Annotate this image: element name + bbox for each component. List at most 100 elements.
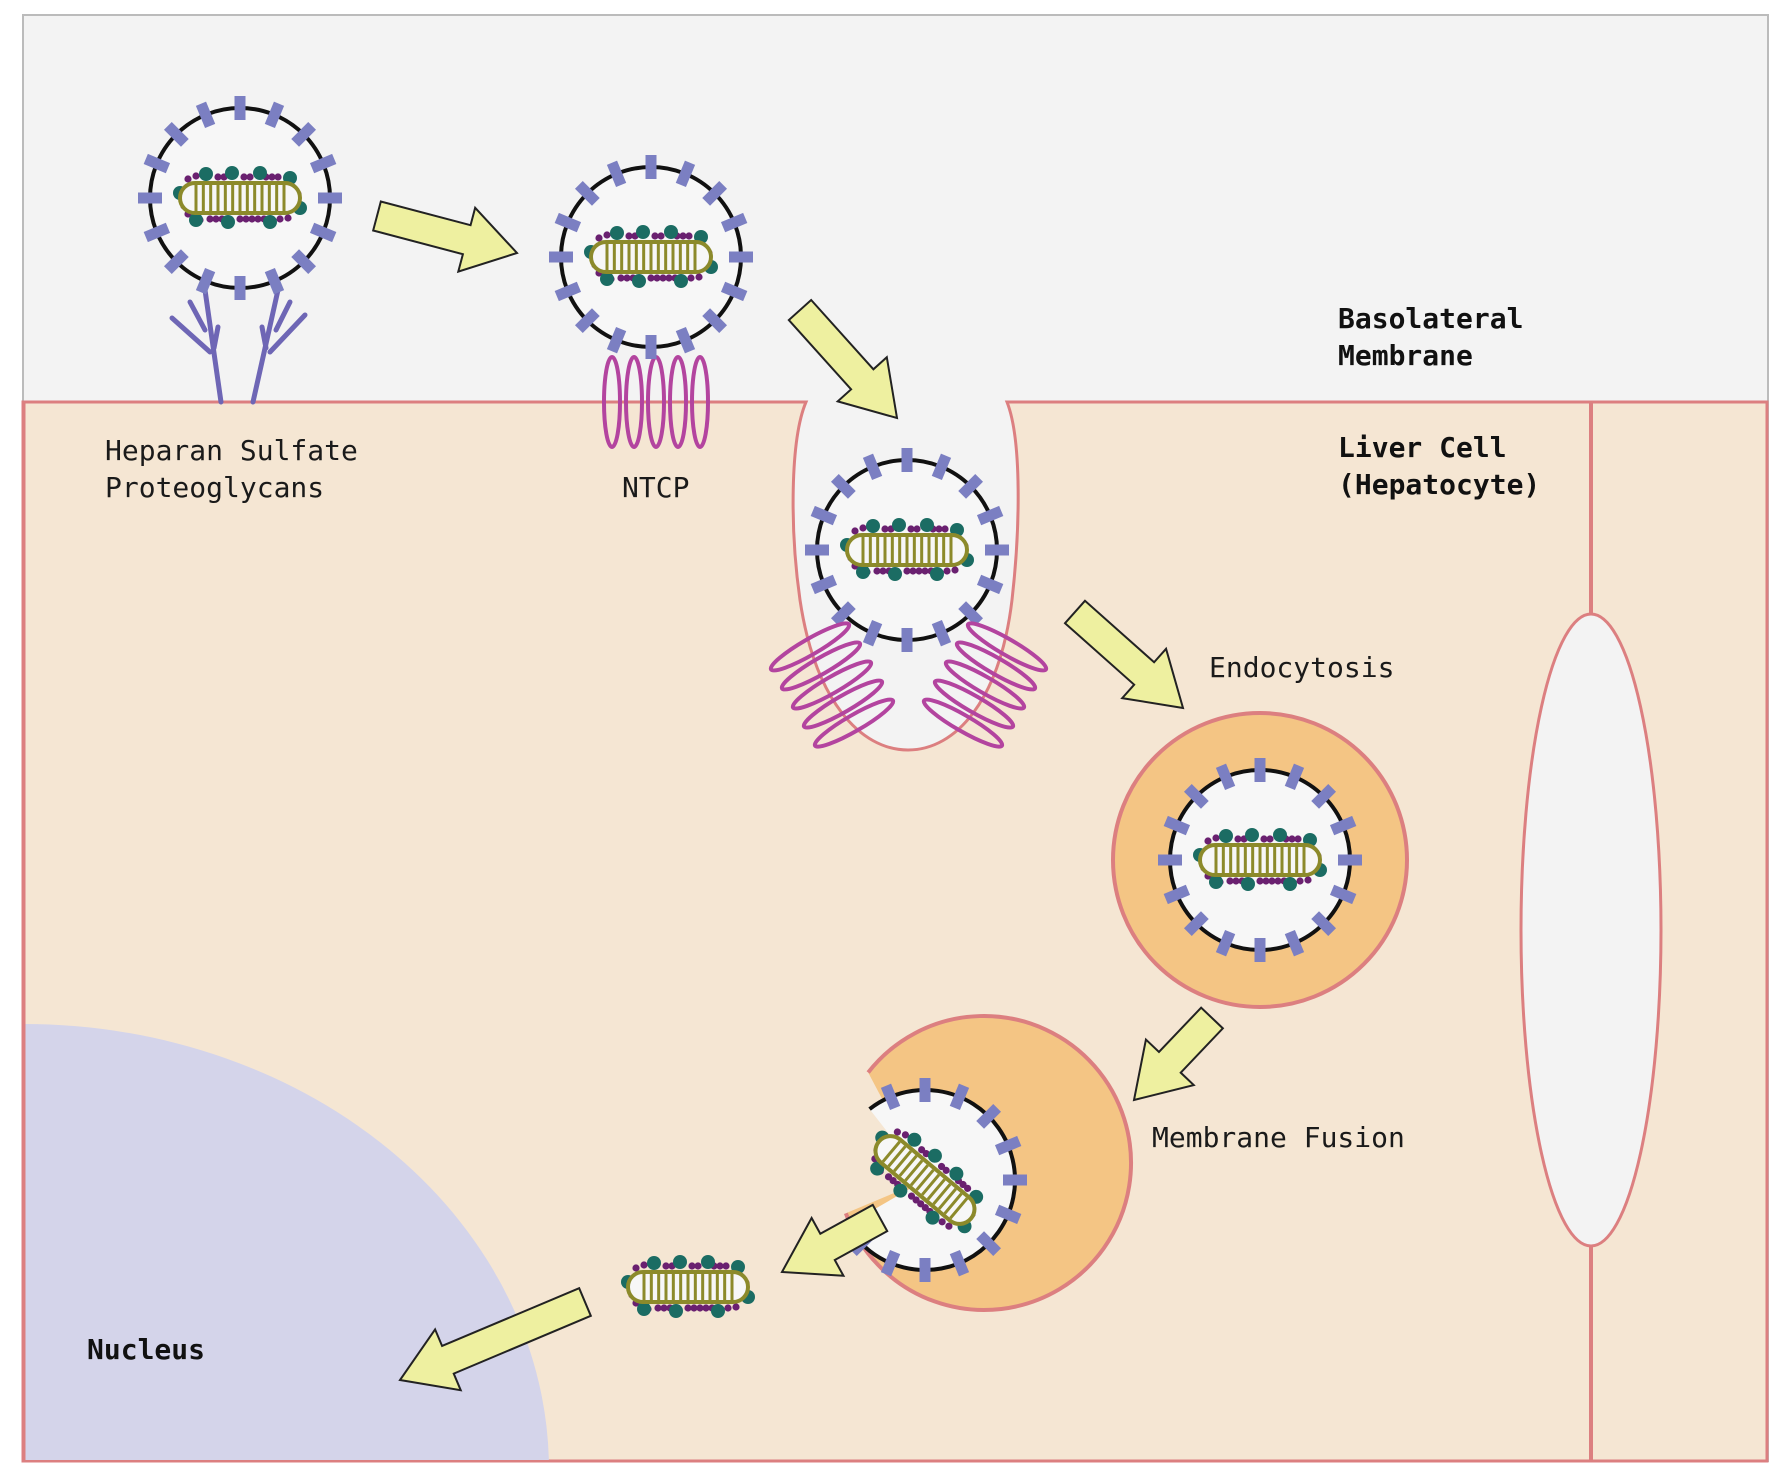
core-dot [724,1304,732,1312]
surface-protein [976,505,1004,526]
hspg-branch [187,299,208,333]
core-dot [184,175,192,183]
surface-protein [976,1231,1002,1257]
liver-cell-label-line2: (Hepatocyte) [1338,468,1540,501]
arrow-step-2 [787,298,899,420]
core-dot [951,566,959,574]
core-dot [684,1304,692,1312]
core-dot [1296,877,1304,885]
surface-protein [554,212,582,233]
surface-protein [163,249,189,275]
core-protein [253,166,267,180]
released-capsid [621,1255,755,1318]
capsid-rung [921,1173,941,1196]
ntcp-loop [954,640,1038,692]
surface-protein [1329,884,1357,905]
capsid-rung [932,1183,952,1206]
core-protein [669,1304,683,1318]
core-dot [654,1304,662,1312]
core-dot [276,215,284,223]
surface-protein [830,473,856,499]
core-dot [647,274,655,282]
core-dot [1234,835,1242,843]
core-protein [892,518,906,532]
core-dot [284,214,292,222]
core-dot [687,274,695,282]
core-protein [632,274,646,288]
core-dot [688,1262,696,1270]
surface-protein [985,544,1009,556]
surface-protein [675,160,696,188]
core-dot [915,567,923,575]
core-protein [600,272,614,286]
surface-protein [702,180,728,206]
surface-protein [309,153,337,174]
surface-protein [880,1249,901,1277]
core-dot [640,1261,648,1269]
capsid-rung [904,1159,924,1182]
basolateral-membrane-label-line1: Basolateral [1338,302,1523,335]
surface-protein [949,1083,970,1111]
surface-protein [919,1078,931,1102]
surface-protein [880,1083,901,1111]
core-dot [881,525,889,533]
surface-protein [143,153,171,174]
surface-protein [138,192,162,204]
hspg-branch [273,299,293,333]
core-protein [636,225,650,239]
surface-protein [606,326,627,354]
core-protein [189,213,203,227]
capsid-rung [898,1154,918,1177]
ntcp-receptor-right [921,621,1049,749]
core-dot [873,567,881,575]
core-dot [1262,877,1270,885]
membrane-fusion-label: Membrane Fusion [1152,1121,1405,1154]
core-dot [732,1303,740,1311]
ntcp-receptor [602,355,710,449]
ntcp-loop [768,621,852,673]
surface-protein [1311,911,1337,937]
core-protein [701,1255,715,1269]
endocytosis-label: Endocytosis [1209,651,1394,684]
liver-cell-label-line1: Liver Cell [1338,431,1507,464]
core-dot [921,567,929,575]
surface-protein [1254,938,1266,962]
core-dot [1294,835,1302,843]
core-protein [263,215,277,229]
core-dot [1212,834,1220,842]
core-dot [660,1304,668,1312]
virion-attached-hspg [138,96,342,300]
core-dot [945,1222,953,1230]
core-protein [888,567,902,581]
core-protein [1219,829,1233,843]
core-dot [879,567,887,575]
core-dot [623,274,631,282]
surface-protein [143,222,171,243]
surface-protein [318,192,342,204]
surface-protein [234,96,246,120]
hspg-branch [267,312,308,355]
ntcp-loop [943,659,1027,711]
core-protein [930,567,944,581]
surface-protein [1183,911,1209,937]
hspg-branch [169,315,213,355]
core-protein [866,519,880,533]
surface-protein [1311,783,1337,809]
core-protein [674,274,688,288]
surface-protein [931,453,952,481]
surface-protein [264,267,285,295]
core-dot [657,232,665,240]
core-dot [913,525,921,533]
ntcp-loop [668,355,688,449]
capsid [173,166,307,229]
receptor-layer [169,287,710,449]
core-protein [920,518,934,532]
capsid-rung [909,1164,929,1187]
surface-protein [291,249,317,275]
core-dot [214,173,222,181]
core-protein [1283,877,1297,891]
core-dot [690,1304,698,1312]
ntcp-loop [602,355,622,449]
capsid-rung [887,1145,907,1168]
